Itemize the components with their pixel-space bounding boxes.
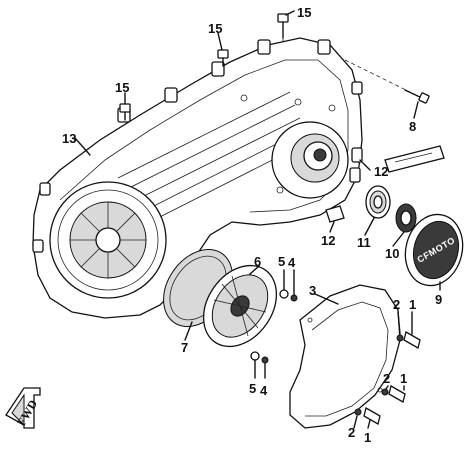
label-15-mid: 15 [208,21,222,36]
shaft-plate [384,145,445,173]
dowel-12-upper [349,147,363,183]
screw-washer-lower [250,351,269,364]
label-3: 3 [309,283,316,298]
label-2-lower: 2 [348,425,355,440]
label-10: 10 [385,246,399,261]
label-5-upper: 5 [278,254,285,269]
dowel-12-lower [325,205,345,223]
label-13: 13 [62,131,76,146]
label-12-upper: 12 [374,164,388,179]
label-12-lower: 12 [321,233,335,248]
outer-cover-3 [289,284,401,429]
label-9: 9 [435,292,442,307]
label-1-lower: 1 [364,430,371,445]
emblem-cover-9: CFMOTO [404,213,464,287]
label-1-mid: 1 [400,371,407,386]
bolt-washer-lower [354,407,381,425]
label-4-upper: 4 [288,255,296,270]
label-11: 11 [357,235,371,250]
label-6: 6 [254,254,261,269]
crankcase-cover [32,37,363,319]
label-2-mid: 2 [383,371,390,386]
bolt-8 [344,59,430,104]
label-7: 7 [181,340,188,355]
leader-lines [74,10,441,429]
bolt-15-top [277,13,289,42]
label-15-left: 15 [115,80,129,95]
label-15-top: 15 [297,5,311,20]
bolt-washer-mid [381,385,406,403]
intake-cover-6 [202,264,278,348]
bolt-15-mid [217,49,229,67]
label-4-lower: 4 [260,383,268,398]
bolt-washer-upper [396,331,421,349]
oil-seal-10 [395,203,417,233]
label-5-lower: 5 [249,381,256,396]
bearing-11 [365,185,391,219]
forward-arrow-icon: FWD [5,387,41,429]
label-1-upper: 1 [409,297,416,312]
label-2-upper: 2 [393,297,400,312]
part-labels: 15 15 15 13 8 12 12 11 10 9 6 5 4 3 7 2 … [62,5,442,445]
label-8: 8 [409,119,416,134]
